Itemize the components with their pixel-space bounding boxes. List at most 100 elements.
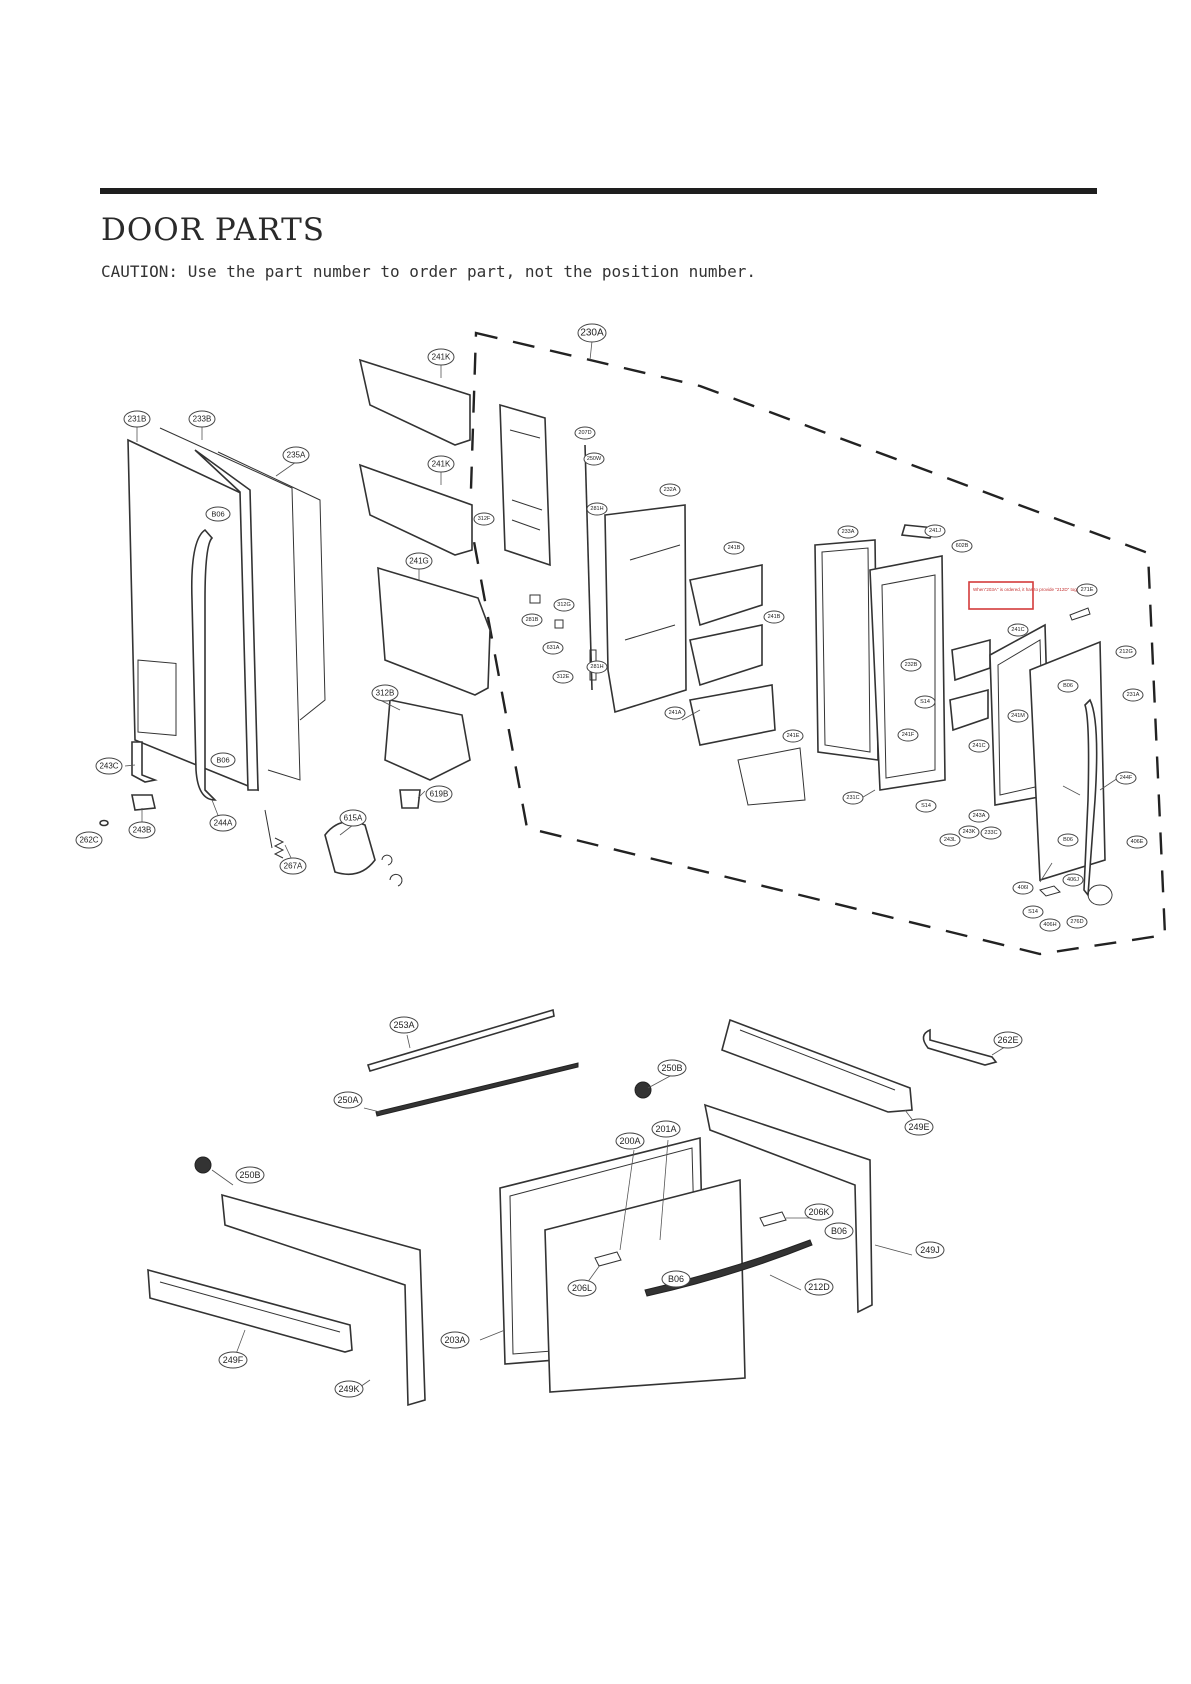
label-276D: 276D	[1066, 915, 1088, 929]
svg-text:200A: 200A	[619, 1136, 640, 1146]
svg-text:281H: 281H	[590, 664, 603, 670]
page-title: DOOR PARTS	[101, 212, 325, 248]
label-250W: 250W	[583, 452, 605, 466]
label-631A: 631A	[542, 641, 564, 655]
header-rule	[100, 188, 1097, 194]
svg-text:249K: 249K	[338, 1384, 359, 1394]
label-241A: 241A	[664, 706, 686, 720]
svg-text:281H: 281H	[590, 506, 603, 512]
svg-text:233B: 233B	[193, 415, 212, 424]
label-241G: 241G	[405, 552, 433, 570]
label-406J: 406J	[1062, 873, 1084, 887]
svg-text:312B: 312B	[376, 689, 395, 698]
svg-text:243A: 243A	[973, 813, 986, 819]
label-312G: 312G	[553, 598, 575, 612]
shelf-241B-top	[689, 564, 763, 627]
label-B06-drawer1: B06	[824, 1222, 854, 1240]
svg-text:249E: 249E	[908, 1122, 929, 1132]
label-241K-mid: 241K	[427, 455, 455, 473]
svg-text:B06: B06	[1063, 683, 1073, 689]
washer-262C	[99, 819, 109, 827]
svg-text:241K: 241K	[432, 460, 451, 469]
label-271E: 271E	[1076, 583, 1098, 597]
svg-text:249J: 249J	[920, 1245, 940, 1255]
label-267A: 267A	[279, 857, 307, 875]
svg-text:267A: 267A	[284, 862, 303, 871]
svg-text:243K: 243K	[963, 829, 976, 835]
outer-door-231A	[1029, 640, 1106, 882]
label-B06-drawer2: B06	[661, 1270, 691, 1288]
svg-text:406J: 406J	[1067, 877, 1079, 883]
valve-619B	[399, 789, 421, 809]
label-262C: 262C	[75, 831, 103, 849]
housing-232A	[604, 504, 687, 714]
svg-text:207D: 207D	[578, 430, 591, 436]
label-281B: 281B	[521, 613, 543, 627]
svg-text:231A: 231A	[1127, 692, 1140, 698]
hinge-parts-406	[1039, 884, 1113, 906]
label-312B: 312B	[371, 684, 399, 702]
label-406I: 406I	[1012, 881, 1034, 895]
svg-text:S14: S14	[1028, 909, 1038, 915]
svg-text:241B: 241B	[768, 614, 781, 620]
label-262E: 262E	[993, 1031, 1023, 1049]
svg-text:312F: 312F	[478, 516, 491, 522]
svg-text:233C: 233C	[984, 830, 997, 836]
svg-text:406H: 406H	[1043, 922, 1056, 928]
label-249K: 249K	[334, 1380, 364, 1398]
door-spring-267A	[264, 809, 285, 859]
small-bin-241C-top	[951, 638, 991, 682]
label-232B: 232B	[900, 658, 922, 672]
label-241B-mid: 241B	[763, 610, 785, 624]
inner-door-231C	[869, 555, 946, 791]
svg-text:406E: 406E	[1131, 839, 1144, 845]
svg-text:B06: B06	[831, 1226, 847, 1236]
svg-text:250B: 250B	[239, 1170, 260, 1180]
door-bin-241G	[377, 566, 491, 696]
svg-text:631A: 631A	[547, 645, 560, 651]
label-281H-top: 281H	[586, 502, 608, 516]
label-212D: 212D	[804, 1278, 834, 1296]
svg-text:253A: 253A	[393, 1020, 414, 1030]
rail-249K	[221, 1193, 426, 1407]
svg-text:B06: B06	[668, 1274, 684, 1284]
label-406E: 406E	[1126, 835, 1148, 849]
svg-text:231B: 231B	[128, 415, 147, 424]
label-212G: 212G	[1115, 645, 1137, 659]
label-619B: 619B	[425, 785, 453, 803]
svg-text:619B: 619B	[430, 790, 449, 799]
label-231A: 231A	[1122, 688, 1144, 702]
svg-text:206L: 206L	[572, 1283, 592, 1293]
svg-text:241G: 241G	[409, 557, 429, 566]
svg-text:602B: 602B	[956, 543, 969, 549]
door-gasket-frames	[159, 427, 326, 791]
label-249E: 249E	[904, 1118, 934, 1136]
door-assembly-dashed-boundary	[468, 331, 1167, 956]
door-bin-top	[358, 358, 471, 446]
label-243B: 243B	[128, 821, 156, 839]
svg-text:262E: 262E	[997, 1035, 1018, 1045]
label-206L: 206L	[567, 1279, 597, 1297]
label-S14-right: S14	[1022, 905, 1044, 919]
svg-text:262C: 262C	[79, 836, 98, 845]
svg-text:276D: 276D	[1070, 919, 1083, 925]
label-406H: 406H	[1039, 918, 1061, 932]
svg-text:S14: S14	[920, 699, 930, 705]
label-243A: 243A	[968, 809, 990, 823]
svg-text:250B: 250B	[661, 1063, 682, 1073]
module-312B	[384, 699, 471, 781]
svg-text:241C: 241C	[1011, 627, 1024, 633]
svg-text:244A: 244A	[214, 819, 233, 828]
label-253A: 253A	[389, 1016, 419, 1034]
svg-text:241K: 241K	[432, 353, 451, 362]
svg-text:B06: B06	[211, 510, 224, 519]
svg-text:235A: 235A	[287, 451, 306, 460]
svg-text:243C: 243C	[99, 762, 118, 771]
label-S14-low: S14	[915, 799, 937, 813]
svg-text:241B: 241B	[728, 545, 741, 551]
label-249F: 249F	[218, 1351, 248, 1369]
svg-text:201A: 201A	[655, 1124, 676, 1134]
label-249J: 249J	[915, 1241, 945, 1259]
label-241B-top: 241B	[723, 541, 745, 555]
svg-text:B06: B06	[1063, 837, 1073, 843]
